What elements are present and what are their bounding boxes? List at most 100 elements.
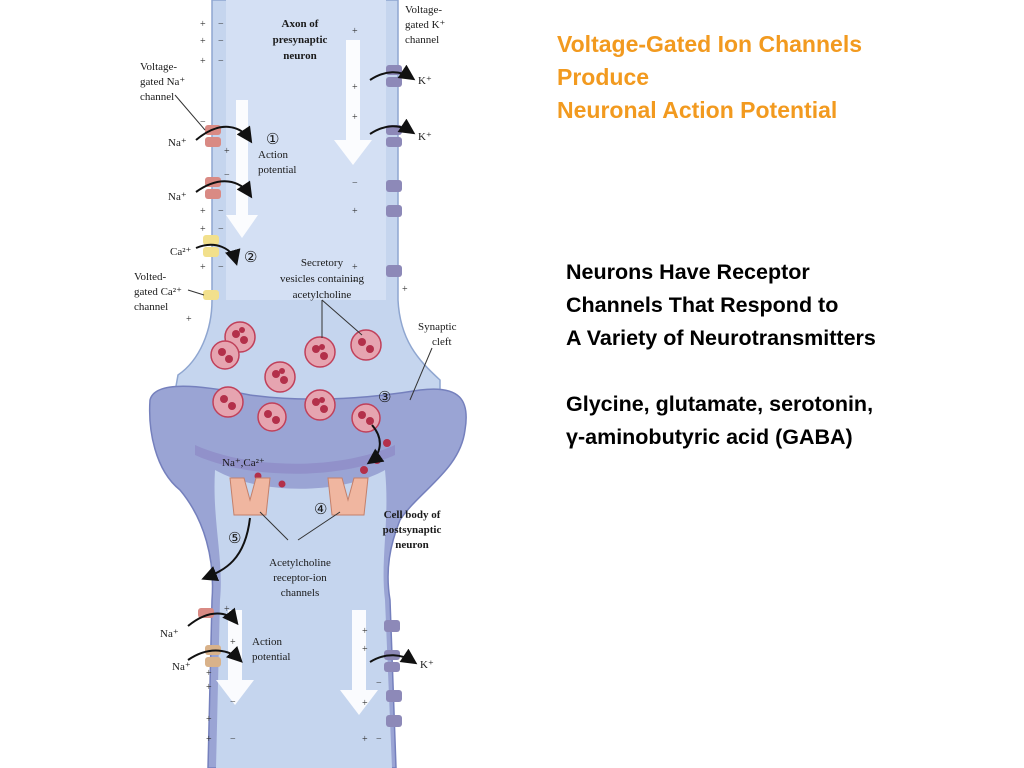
svg-text:+: + xyxy=(206,668,212,679)
vesicle xyxy=(257,402,287,432)
k-channel-9 xyxy=(386,715,402,727)
ca-influx-arrow xyxy=(195,243,241,266)
na-influx-arrow-4 xyxy=(187,645,243,663)
svg-text:postsynaptic: postsynaptic xyxy=(383,524,442,536)
k-efflux-arrow-2 xyxy=(369,118,416,135)
svg-text:Voltage-: Voltage- xyxy=(405,4,442,16)
svg-text:−: − xyxy=(376,678,382,689)
synapse-diagram: + − + − + − − + − + − + − + − + + + + − … xyxy=(134,0,467,768)
action-potential-label-1: Action potential xyxy=(258,149,297,176)
svg-text:−: − xyxy=(218,224,224,235)
k-efflux-arrow-1 xyxy=(369,64,416,81)
svg-text:gated Ca²⁺: gated Ca²⁺ xyxy=(134,286,182,298)
ca-channel-2 xyxy=(203,290,219,300)
receptor-channel-right xyxy=(327,477,369,516)
svg-text:+: + xyxy=(200,206,206,217)
svg-text:+: + xyxy=(206,734,212,745)
title-line-1: Voltage-Gated Ion Channels xyxy=(557,31,862,57)
ca-ion-label: Ca²⁺ xyxy=(170,246,192,258)
synaptic-cleft-label: Synaptic cleft xyxy=(418,321,457,348)
step-5-marker: ⑤ xyxy=(228,531,241,547)
svg-text:+: + xyxy=(200,224,206,235)
svg-text:+: + xyxy=(352,206,358,217)
svg-text:−: − xyxy=(224,170,230,181)
svg-text:+: + xyxy=(352,112,358,123)
k-channel-3 xyxy=(386,180,402,192)
body-text: Neurons Have Receptor Channels That Resp… xyxy=(566,256,1006,454)
ca-channel-label: Volted- gated Ca²⁺ channel xyxy=(134,271,182,313)
ap-arrow-right-top xyxy=(334,40,372,165)
svg-text:−: − xyxy=(200,117,206,128)
svg-text:+: + xyxy=(352,82,358,93)
step-3-marker: ③ xyxy=(378,390,391,406)
vesicles-label: Secretory vesicles containing acetylchol… xyxy=(280,257,365,301)
body-line-4: Glycine, glutamate, serotonin, xyxy=(566,392,874,416)
svg-text:−: − xyxy=(230,697,236,708)
ap-arrow-right-bottom xyxy=(340,610,378,715)
svg-text:receptor-ion: receptor-ion xyxy=(273,572,327,584)
step-1-marker: ① xyxy=(266,132,279,148)
svg-text:Volted-: Volted- xyxy=(134,271,167,283)
svg-text:Axon of: Axon of xyxy=(282,18,319,30)
svg-text:Synaptic: Synaptic xyxy=(418,321,457,333)
na-ion-label-2: Na⁺ xyxy=(168,191,187,203)
vesicle xyxy=(264,361,296,393)
title-line-3: Neuronal Action Potential xyxy=(557,97,838,123)
svg-text:+: + xyxy=(362,698,368,709)
svg-text:−: − xyxy=(230,734,236,745)
na-influx-arrow-1 xyxy=(195,125,253,144)
axon-label: Axon of presynaptic neuron xyxy=(273,18,328,62)
vesicle-leader-2 xyxy=(321,299,363,336)
postsynaptic-current-arrow xyxy=(201,517,251,581)
svg-text:Acetylcholine: Acetylcholine xyxy=(269,557,331,569)
svg-text:+: + xyxy=(224,604,230,615)
k-ion-label-2: K⁺ xyxy=(418,131,432,143)
vesicle xyxy=(210,340,240,370)
svg-text:Action: Action xyxy=(252,636,282,648)
svg-text:−: − xyxy=(352,178,358,189)
synaptic-cleft xyxy=(195,445,395,474)
vesicle xyxy=(304,389,336,421)
svg-text:−: − xyxy=(218,206,224,217)
svg-text:+: + xyxy=(362,644,368,655)
na-channel-label: Voltage- gated Na⁺ channel xyxy=(140,61,185,103)
na-ion-label-3: Na⁺ xyxy=(160,628,179,640)
svg-text:+: + xyxy=(200,36,206,47)
postsynaptic-label: Cell body of postsynaptic neuron xyxy=(383,509,442,551)
ap-arrow-left-top xyxy=(226,100,258,238)
vesicle xyxy=(351,403,381,433)
k-ion-label-3: K⁺ xyxy=(420,659,434,671)
svg-text:+: + xyxy=(224,146,230,157)
svg-text:+: + xyxy=(206,682,212,693)
k-channel-5 xyxy=(386,265,402,277)
svg-text:channel: channel xyxy=(134,301,168,313)
na-ion-label-4: Na⁺ xyxy=(172,661,191,673)
svg-text:+: + xyxy=(362,734,368,745)
na-influx-arrow-3 xyxy=(187,607,239,627)
k-channel-label: Voltage- gated K⁺ channel xyxy=(405,4,446,46)
svg-text:channel: channel xyxy=(140,91,174,103)
na-channel-2 xyxy=(205,177,221,199)
action-potential-label-2: Action potential xyxy=(252,636,291,663)
svg-text:+: + xyxy=(200,262,206,273)
svg-text:neuron: neuron xyxy=(395,539,428,551)
receptor-label: Acetylcholine receptor-ion channels xyxy=(269,557,331,599)
charge-signs: + − + − + − − + − + − + − + − + + + + − … xyxy=(186,19,408,745)
svg-text:−: − xyxy=(218,56,224,67)
svg-text:+: + xyxy=(200,56,206,67)
svg-text:+: + xyxy=(402,284,408,295)
svg-text:neuron: neuron xyxy=(283,50,316,62)
svg-text:cleft: cleft xyxy=(432,336,452,348)
na-influx-arrow-2 xyxy=(195,180,253,199)
svg-text:−: − xyxy=(218,262,224,273)
k-channel-6 xyxy=(384,620,400,632)
na-ca-label: Na⁺,Ca²⁺ xyxy=(222,457,265,469)
k-efflux-arrow-3 xyxy=(369,648,418,665)
svg-text:−: − xyxy=(218,19,224,30)
body-line-2: Channels That Respond to xyxy=(566,293,839,317)
vesicle xyxy=(304,336,336,368)
receptor-leader-2 xyxy=(297,511,341,541)
svg-text:presynaptic: presynaptic xyxy=(273,34,328,46)
svg-text:−: − xyxy=(352,276,358,287)
svg-text:potential: potential xyxy=(258,164,297,176)
